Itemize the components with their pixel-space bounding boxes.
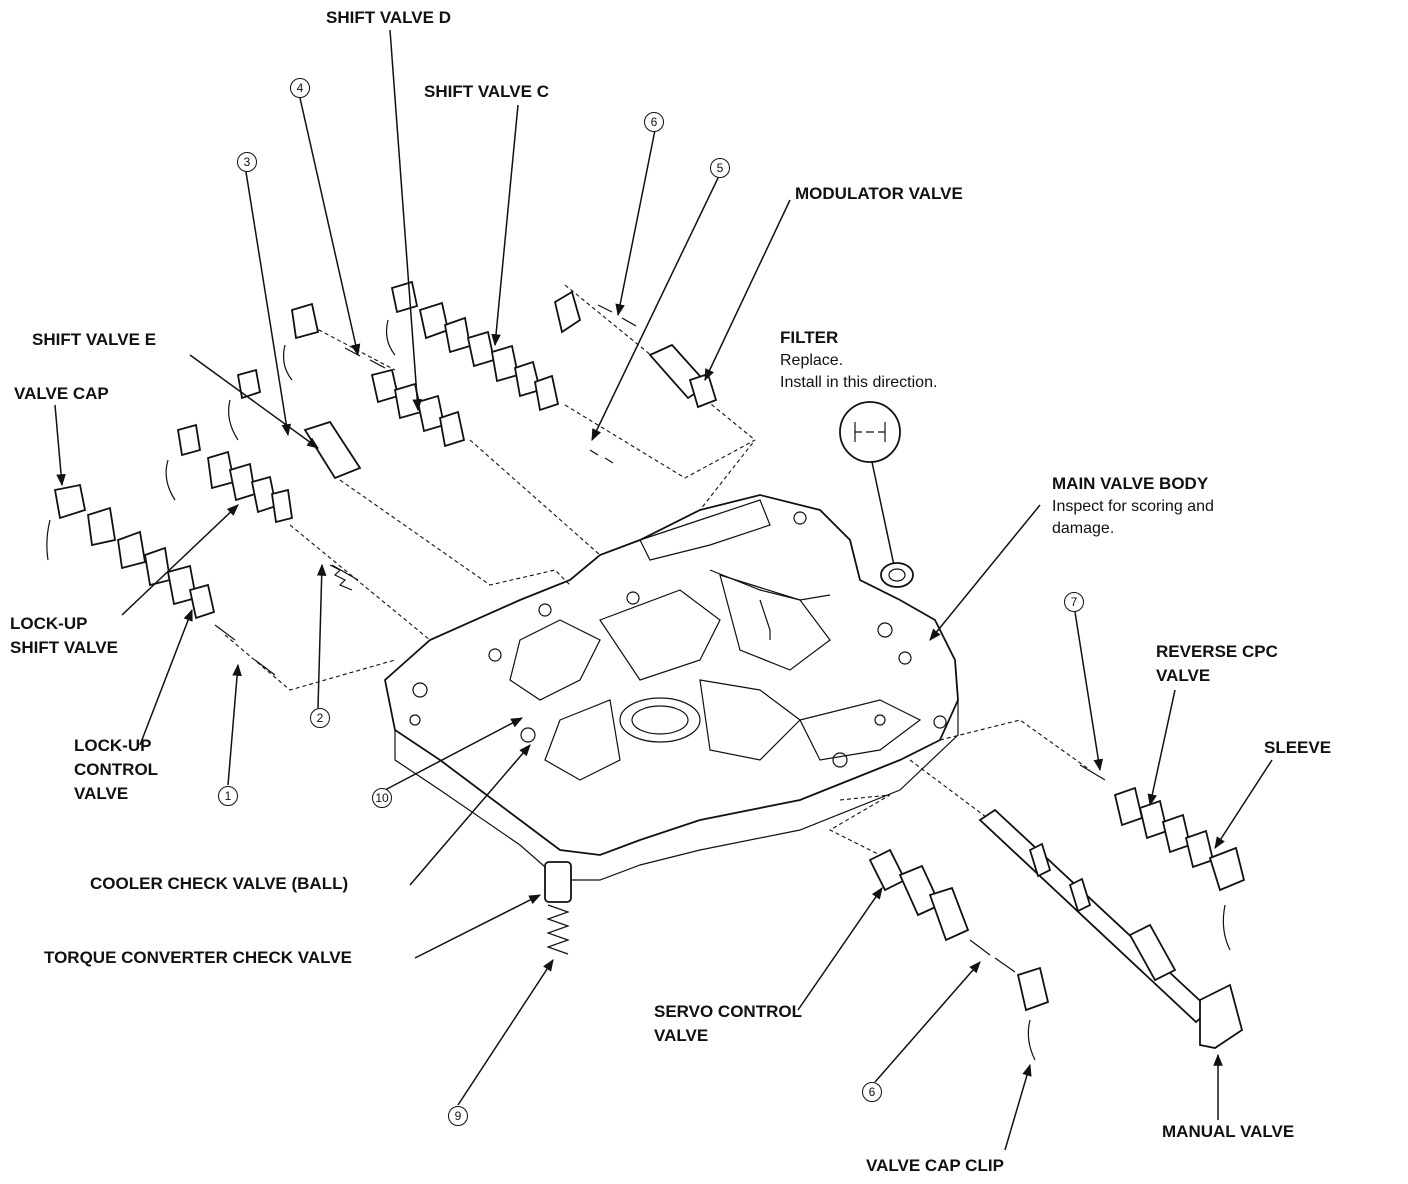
label-reverse-cpc-valve: REVERSE CPC VALVE [1156, 640, 1278, 688]
reverse-cpc-valve-line-2: VALVE [1156, 666, 1211, 685]
callout-3: 3 [237, 152, 257, 172]
shift-valve-d-drawing [282, 302, 466, 448]
callout-10: 10 [372, 788, 392, 808]
modulator-valve-drawing [553, 290, 718, 409]
lock-up-control-valve-line-2: CONTROL [74, 760, 159, 779]
label-shift-valve-d: SHIFT VALVE D [326, 8, 451, 27]
leader-lines [54, 29, 1273, 1151]
callout-1: 1 [218, 786, 238, 806]
label-lock-up-shift-valve: LOCK-UP SHIFT VALVE [10, 612, 118, 660]
reverse-cpc-valve-line-1: REVERSE CPC [1156, 642, 1278, 661]
label-main-valve-body: MAIN VALVE BODY Inspect for scoring and … [1052, 472, 1214, 540]
label-sleeve: SLEEVE [1264, 738, 1332, 757]
lock-up-shift-valve-line-1: LOCK-UP [10, 614, 88, 633]
label-valve-cap-clip: VALVE CAP CLIP [866, 1156, 1004, 1175]
shift-valve-e-drawing [228, 368, 362, 480]
label-filter: FILTER Replace. Install in this directio… [780, 326, 937, 394]
main-valve-body-title: MAIN VALVE BODY [1052, 474, 1209, 493]
callout-2: 2 [310, 708, 330, 728]
label-torque-converter-check-valve: TORQUE CONVERTER CHECK VALVE [44, 948, 352, 967]
label-shift-valve-e: SHIFT VALVE E [32, 330, 157, 349]
filter-note-2: Install in this direction. [780, 374, 938, 391]
label-servo-control-valve: SERVO CONTROL VALVE [654, 1000, 802, 1048]
main-valve-body-drawing [384, 494, 959, 881]
label-cooler-check-valve: COOLER CHECK VALVE (BALL) [90, 874, 349, 893]
filter-title: FILTER [780, 328, 839, 347]
servo-control-valve-line-2: VALVE [654, 1026, 709, 1045]
shift-valve-c-drawing [385, 280, 560, 412]
callout-6-modulator: 6 [644, 112, 664, 132]
callout-4: 4 [290, 78, 310, 98]
label-manual-valve: MANUAL VALVE [1162, 1122, 1295, 1141]
main-valve-body-note-2: damage. [1052, 520, 1115, 537]
manual-valve-drawing [978, 808, 1244, 1049]
callout-5: 5 [710, 158, 730, 178]
lock-up-control-valve-drawing [46, 483, 276, 676]
servo-control-valve-drawing [868, 848, 1050, 1061]
main-valve-body-note-1: Inspect for scoring and [1052, 498, 1214, 515]
filter-note-1: Replace. [780, 352, 844, 369]
label-lock-up-control-valve: LOCK-UP CONTROL VALVE [74, 734, 158, 806]
label-shift-valve-c: SHIFT VALVE C [424, 82, 549, 101]
filter-drawing [839, 401, 914, 588]
lock-up-control-valve-line-1: LOCK-UP [74, 736, 152, 755]
torque-converter-check-valve-drawing [544, 861, 572, 955]
callout-9: 9 [448, 1106, 468, 1126]
label-modulator-valve: MODULATOR VALVE [795, 184, 963, 203]
lock-up-shift-valve-line-2: SHIFT VALVE [10, 638, 118, 657]
lock-up-shift-valve-drawing [165, 423, 359, 581]
callout-6-servo: 6 [862, 1082, 882, 1102]
label-valve-cap: VALVE CAP [14, 384, 109, 403]
lock-up-control-valve-line-3: VALVE [74, 784, 129, 803]
callout-7: 7 [1064, 592, 1084, 612]
servo-control-valve-line-1: SERVO CONTROL [654, 1002, 802, 1021]
